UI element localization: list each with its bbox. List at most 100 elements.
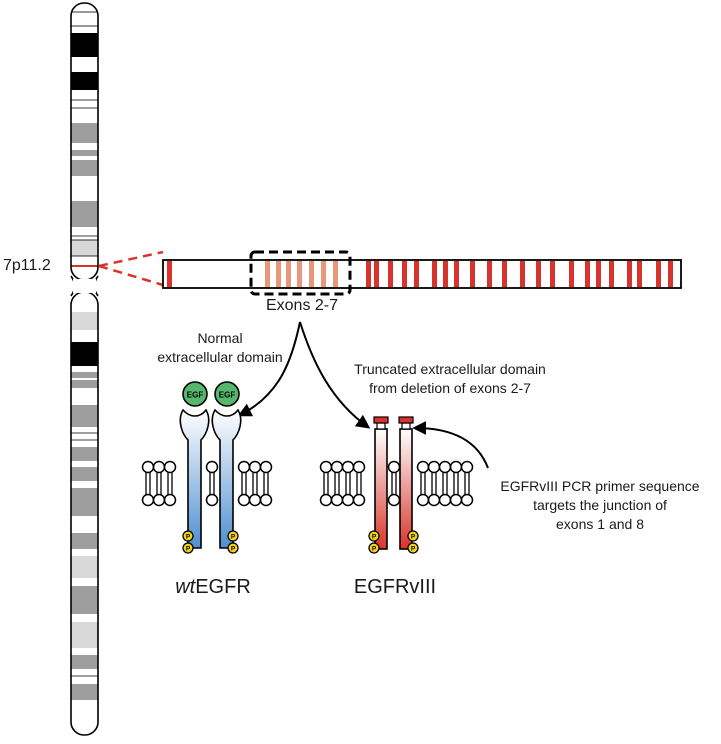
chromosome-band-dark (71, 342, 98, 366)
lipid-head (248, 493, 262, 507)
lipid-head (259, 493, 273, 507)
exon-mark (502, 261, 507, 287)
egfrviii-receptor: P P P P (368, 416, 419, 554)
exon-mark (414, 261, 419, 287)
svg-text:P: P (372, 534, 377, 541)
membrane-vIII (319, 460, 474, 507)
chromosome-band-dark (71, 72, 98, 90)
lipid-head (152, 460, 166, 474)
wt-egfr-title: wtEGFR (150, 576, 276, 599)
wt-egfr-title-rest: EGFR (195, 576, 251, 598)
egf-ligand-left: EGF (182, 381, 208, 407)
chromosome-band-dark (71, 33, 98, 57)
lipid-head (427, 493, 441, 507)
vIII-domain-label-line1: Truncated extracellular domain (354, 361, 546, 377)
exon-mark (637, 261, 642, 287)
phospho-group: P P P P (368, 530, 419, 554)
svg-text:P: P (186, 546, 191, 553)
lipid-head (330, 493, 344, 507)
exon-mark (454, 261, 459, 287)
exon-mark (402, 261, 407, 287)
lipid-head (449, 460, 463, 474)
exon-mark (443, 261, 448, 287)
lipid-head (341, 460, 355, 474)
exon-mark (487, 261, 492, 287)
lipid-head (330, 460, 344, 474)
wt-domain-label-line1: Normal (197, 330, 243, 346)
exon-mark (167, 261, 172, 287)
phospho-group: P P P P (182, 530, 239, 554)
lipid-head (319, 493, 333, 507)
wt-receptor-right (211, 408, 242, 549)
exon-mark (520, 261, 525, 287)
lipid-head (416, 460, 430, 474)
exons-2-7-box (249, 250, 352, 296)
lipid-head (460, 460, 474, 474)
svg-text:P: P (411, 534, 416, 541)
exon-mark (569, 261, 574, 287)
exon-mark (321, 261, 326, 287)
exon-mark (668, 261, 673, 287)
egf-label: EGF (187, 391, 204, 400)
exon-mark (297, 261, 302, 287)
wt-domain-label-line2: extracellular domain (157, 349, 283, 365)
lipid-head (152, 493, 166, 507)
exon-mark (333, 261, 338, 287)
primer-note-line3: exons 1 and 8 (556, 516, 644, 532)
primer-note: EGFRvIII PCR primer sequence targets the… (480, 477, 720, 534)
svg-text:P: P (231, 546, 236, 553)
arrow-to-vIII (299, 321, 371, 429)
exon-mark (470, 261, 475, 287)
exon-marks (167, 261, 673, 287)
vIII-domain-label-line2: from deletion of exons 2-7 (369, 380, 531, 396)
egf-ligand-right: EGF (214, 381, 240, 407)
lipid-head (341, 493, 355, 507)
lipid-head (438, 493, 452, 507)
lipid-head (163, 460, 177, 474)
exon-mark (432, 261, 437, 287)
vIII-receptor-right (399, 428, 413, 550)
exon-mark (276, 261, 281, 287)
exon-mark (536, 261, 541, 287)
lipid-head (352, 493, 366, 507)
exon-mark (265, 261, 270, 287)
exons-label: Exons 2-7 (265, 297, 339, 314)
svg-text:P: P (186, 534, 191, 541)
exon-mark (609, 261, 614, 287)
lipid-head (387, 460, 401, 474)
exon-mark (656, 261, 661, 287)
lipid-head (259, 460, 273, 474)
membrane-wt (141, 460, 273, 507)
lipid-head (248, 460, 262, 474)
exon-mark (585, 261, 590, 287)
lipid-head (352, 460, 366, 474)
lipid-head (319, 460, 333, 474)
truncated-domain-cap (373, 416, 389, 424)
svg-text:P: P (411, 546, 416, 553)
svg-text:P: P (231, 534, 236, 541)
exon-mark (550, 261, 555, 287)
exon-mark (286, 261, 291, 287)
vIII-domain-label: Truncated extracellular domain from dele… (345, 360, 555, 398)
chromosome-q-arm (71, 292, 98, 735)
chromosome (70, 2, 99, 736)
arrow-to-wt (237, 321, 301, 417)
lipid-head (449, 493, 463, 507)
lipid-head (205, 460, 219, 474)
lipid-head (237, 460, 251, 474)
primer-note-line2: targets the junction of (533, 497, 667, 513)
lipid-head (387, 493, 401, 507)
lipid-head (416, 493, 430, 507)
band-label: 7p11.2 (3, 257, 51, 274)
wt-egfr-title-italic: wt (175, 576, 196, 598)
wt-receptor-left (179, 408, 210, 549)
egfrviii-title: EGFRvIII (353, 576, 437, 598)
lipid-head (438, 460, 452, 474)
chromosome-p-arm (71, 3, 98, 280)
lipid-head (237, 493, 251, 507)
exon-mark (374, 261, 379, 287)
lipid-head (141, 493, 155, 507)
egf-label: EGF (219, 391, 236, 400)
